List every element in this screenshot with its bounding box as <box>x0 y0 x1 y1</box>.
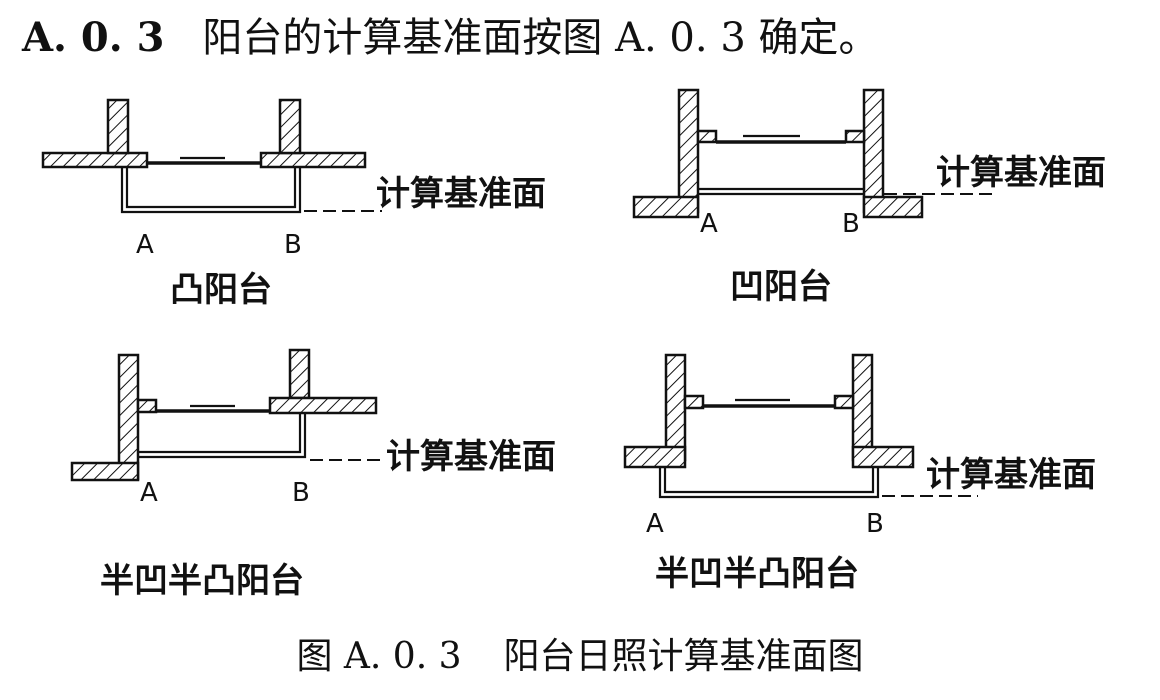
balcony-inner <box>663 467 875 494</box>
label-b: B <box>866 509 884 539</box>
wall-left <box>117 353 140 481</box>
floor-slab-right <box>851 445 915 469</box>
sill-left <box>136 398 158 414</box>
floor-slab-left <box>41 151 149 169</box>
sill-left <box>683 394 705 410</box>
diagram-concave: 计算基准面 A B 凹阳台 <box>632 88 1106 307</box>
reference-label: 计算基准面 <box>376 174 546 214</box>
figure-caption: 图 A. 0. 3 阳台日照计算基准面图 <box>0 632 1160 682</box>
floor-slab-right <box>862 195 924 219</box>
balcony-inner <box>138 413 302 454</box>
label-b: B <box>842 209 860 239</box>
diagram-semi-left: 计算基准面 A B 半凹半凸阳台 <box>70 348 556 601</box>
floor-slab-right <box>268 396 378 415</box>
label-a: A <box>646 509 664 539</box>
wall-right <box>851 353 874 462</box>
balcony-outline <box>120 167 302 214</box>
clause-text: 阳台的计算基准面按图 A. 0. 3 确定。 <box>202 15 879 61</box>
label-b: B <box>292 478 310 508</box>
diagram-convex: 计算基准面 A B 凸阳台 <box>41 98 546 310</box>
label-a: A <box>140 478 158 508</box>
figure-number: 图 A. 0. 3 <box>296 636 462 677</box>
clause-number: A. 0. 3 <box>22 14 165 61</box>
wall-left <box>677 88 700 214</box>
balcony-outline <box>138 413 307 459</box>
label-a: A <box>700 209 718 239</box>
balcony-outline <box>658 467 880 499</box>
clause-heading: A. 0. 3 阳台的计算基准面按图 A. 0. 3 确定。 <box>22 10 878 66</box>
sill-left <box>696 129 718 144</box>
wall-left <box>664 353 687 462</box>
figure-title: 阳台日照计算基准面图 <box>503 636 864 677</box>
balcony-inner <box>125 167 297 209</box>
reference-label: 计算基准面 <box>926 455 1096 495</box>
sill-right <box>844 129 866 144</box>
floor-slab-left <box>70 461 140 482</box>
wall-right <box>862 88 885 214</box>
floor-slab-right <box>259 151 367 169</box>
floor-slab-left <box>632 195 700 219</box>
label-b: B <box>284 230 302 260</box>
sill-right <box>833 394 855 410</box>
caption: 凹阳台 <box>730 267 832 307</box>
caption: 凸阳台 <box>170 270 272 310</box>
reference-label: 计算基准面 <box>386 437 556 477</box>
diagram-semi-right: 计算基准面 A B 半凹半凸阳台 <box>623 353 1096 594</box>
wall-left <box>106 98 130 155</box>
caption: 半凹半凸阳台 <box>655 554 859 594</box>
reference-label: 计算基准面 <box>936 153 1106 193</box>
label-a: A <box>136 230 154 260</box>
wall-right <box>278 98 302 155</box>
caption: 半凹半凸阳台 <box>100 561 304 601</box>
wall-right <box>288 348 311 400</box>
floor-slab-left <box>623 445 687 469</box>
